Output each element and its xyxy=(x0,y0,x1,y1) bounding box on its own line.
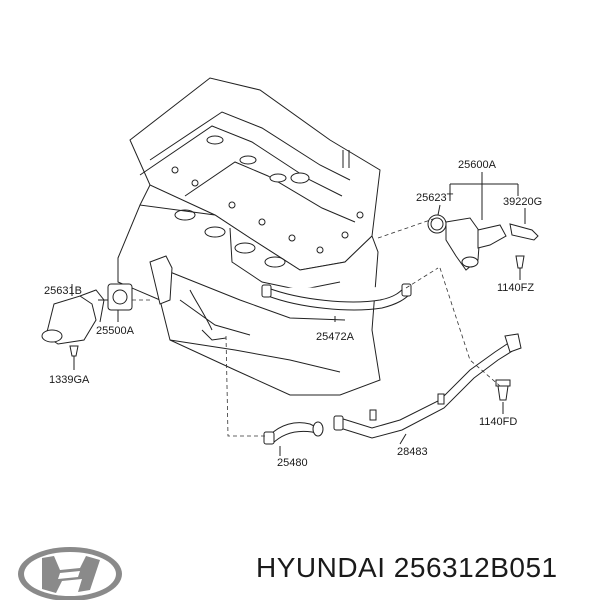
hose-25480 xyxy=(263,421,324,445)
label-25631B: 25631B xyxy=(44,285,82,297)
label-1140FD: 1140FD xyxy=(479,416,517,428)
hyundai-logo-icon xyxy=(18,547,122,600)
brand-part-number: HYUNDAI 256312B051 xyxy=(256,552,558,583)
engine-block-illustration xyxy=(117,77,381,396)
label-39220G: 39220G xyxy=(503,196,542,208)
pipe-28483 xyxy=(333,333,522,439)
spark-plug-tubes xyxy=(206,135,350,184)
label-25623T: 25623T xyxy=(416,192,454,204)
label-1339GA: 1339GA xyxy=(49,374,90,386)
label-1140FZ: 1140FZ xyxy=(497,282,534,294)
hose-25472A xyxy=(261,283,412,311)
water-outlet-assembly xyxy=(427,214,539,271)
thermostat-assembly xyxy=(41,283,133,357)
label-25500A: 25500A xyxy=(96,325,135,337)
label-25480: 25480 xyxy=(277,457,308,469)
callout-lines xyxy=(71,172,526,456)
label-28483: 28483 xyxy=(397,446,428,458)
label-25472A: 25472A xyxy=(316,331,355,343)
reference-dashed-lines xyxy=(132,217,501,437)
part-labels: 25600A 25623T 39220G 1140FZ 25631B 25500… xyxy=(44,159,542,469)
bolt-1140FD xyxy=(495,379,511,401)
label-25600A: 25600A xyxy=(458,159,497,171)
